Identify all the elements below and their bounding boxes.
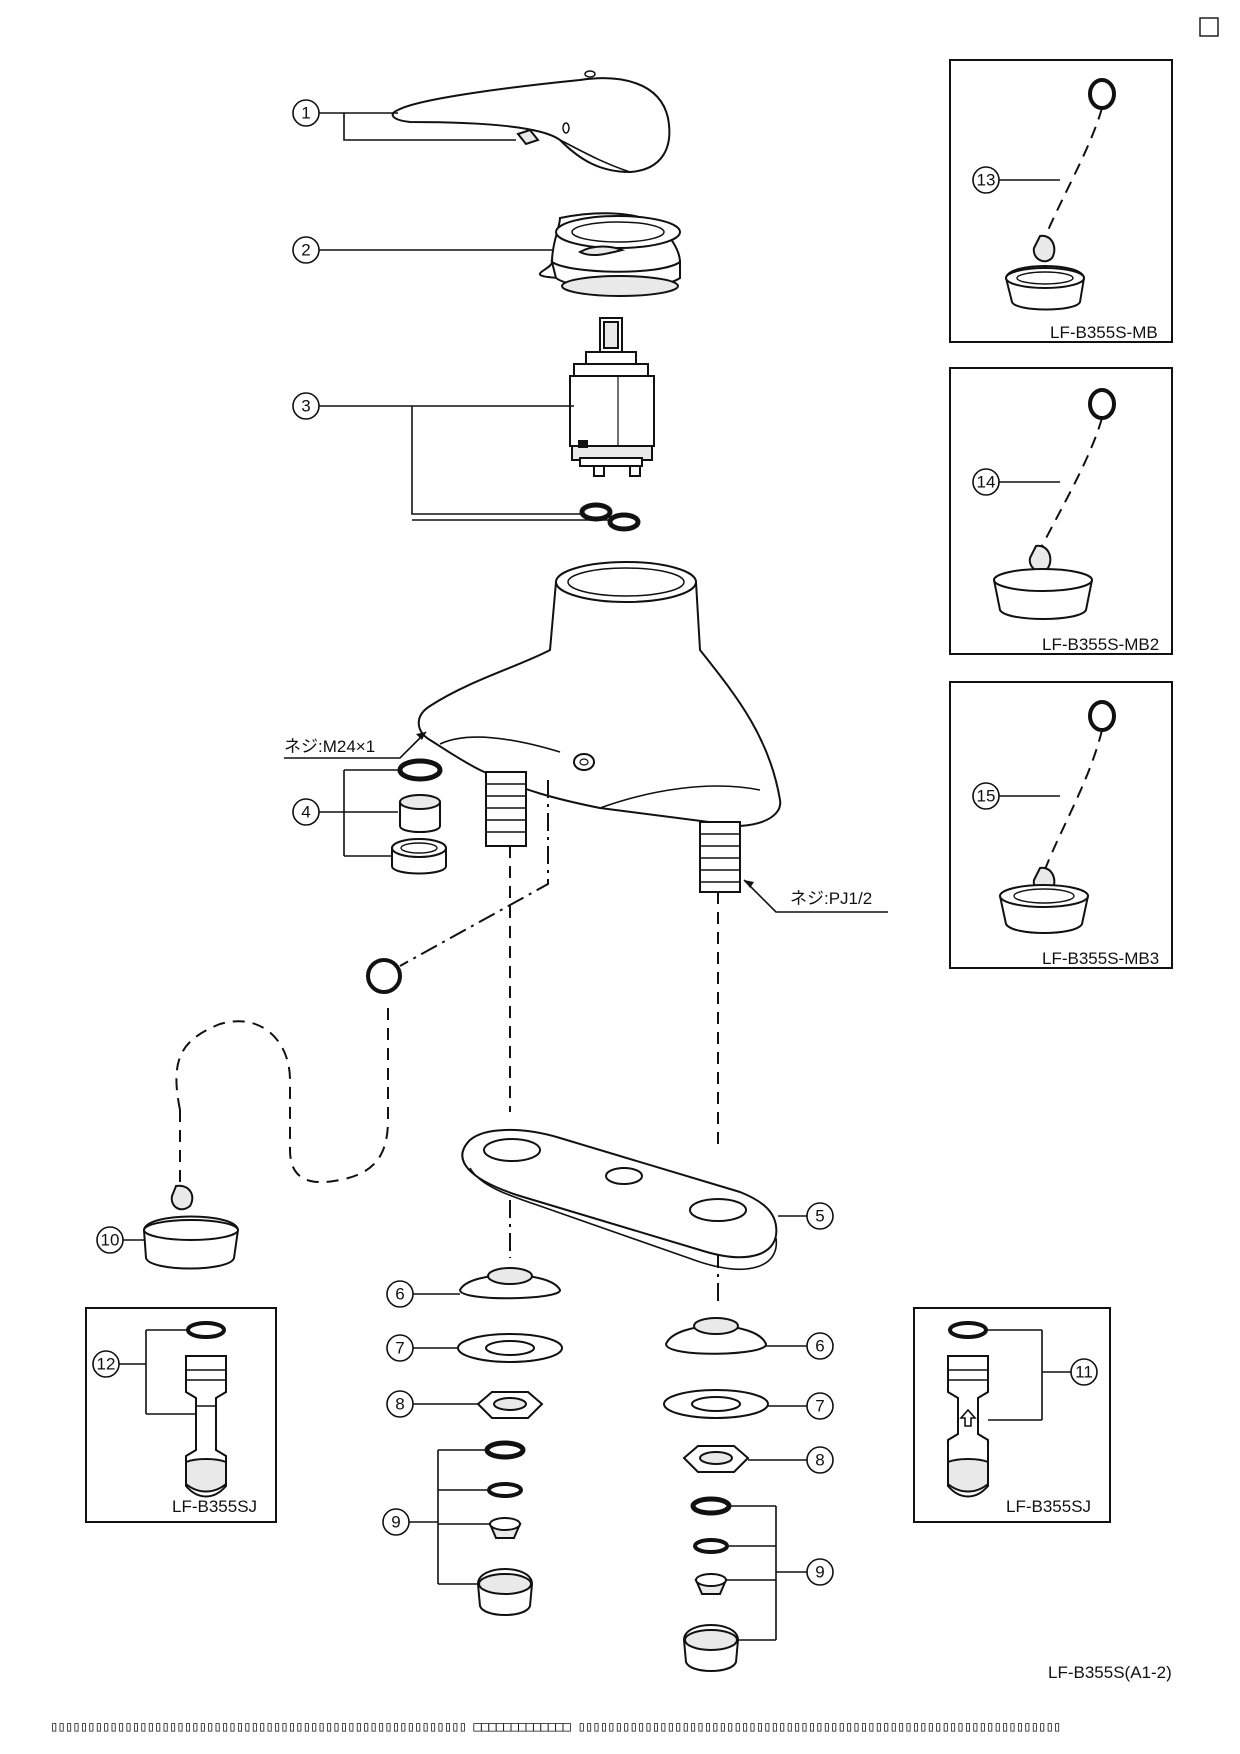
callout-5: 5 bbox=[778, 1202, 834, 1230]
option-box-sj-right: LF-B355SJ bbox=[913, 1307, 1111, 1523]
svg-text:6: 6 bbox=[815, 1337, 824, 1356]
svg-text:9: 9 bbox=[815, 1563, 824, 1582]
flange-left bbox=[458, 1267, 562, 1300]
svg-text:9: 9 bbox=[391, 1513, 400, 1532]
fitting-set-right bbox=[682, 1496, 740, 1672]
svg-text:12: 12 bbox=[97, 1355, 116, 1374]
cartridge bbox=[569, 317, 655, 477]
callout-4: 4 bbox=[292, 769, 398, 857]
option-box-mb-label: LF-B355S-MB bbox=[1050, 323, 1158, 342]
callout-2-number: 2 bbox=[301, 241, 310, 260]
svg-text:7: 7 bbox=[395, 1339, 404, 1358]
washer-left bbox=[457, 1333, 563, 1363]
svg-text:13: 13 bbox=[977, 171, 996, 190]
shank-left bbox=[485, 771, 527, 847]
callout-1: 1 bbox=[292, 99, 516, 141]
model-code: LF-B355S(A1-2) bbox=[1048, 1663, 1172, 1682]
stopper-chain bbox=[142, 958, 402, 1270]
locknut-right bbox=[682, 1445, 750, 1473]
callout-9a: 9 bbox=[382, 1449, 490, 1585]
aerator-set bbox=[391, 758, 447, 875]
thread-label-spout: ネジ:M24×1 bbox=[284, 731, 427, 759]
svg-text:6: 6 bbox=[395, 1285, 404, 1304]
callout-5-number: 5 bbox=[815, 1207, 824, 1226]
callout-11: 11 bbox=[986, 1329, 1098, 1421]
callout-12: 12 bbox=[92, 1329, 196, 1415]
callout-6b: 6 bbox=[766, 1332, 834, 1360]
locknut-left bbox=[476, 1391, 544, 1419]
orings-cartridge bbox=[579, 502, 641, 532]
callout-8a: 8 bbox=[386, 1390, 478, 1418]
callout-15: 15 bbox=[972, 782, 1060, 810]
svg-text:14: 14 bbox=[977, 473, 996, 492]
callout-10: 10 bbox=[96, 1226, 144, 1254]
svg-text:8: 8 bbox=[815, 1451, 824, 1470]
option-box-mb3-label: LF-B355S-MB3 bbox=[1042, 949, 1159, 968]
option-box-mb2: LF-B355S-MB2 bbox=[949, 367, 1173, 655]
thread-spout-text: ネジ:M24×1 bbox=[284, 737, 375, 756]
washer-right bbox=[663, 1389, 769, 1419]
callout-8b: 8 bbox=[748, 1446, 834, 1474]
faucet-body bbox=[417, 561, 782, 828]
thread-shank-text: ネジ:PJ1/2 bbox=[790, 889, 872, 908]
option-box-sj-left: LF-B355SJ bbox=[85, 1307, 277, 1523]
callout-2: 2 bbox=[292, 236, 552, 264]
option-box-sj-left-label: LF-B355SJ bbox=[172, 1497, 257, 1516]
callout-3-number: 3 bbox=[301, 397, 310, 416]
callout-9b: 9 bbox=[726, 1505, 834, 1641]
option-box-mb2-label: LF-B355S-MB2 bbox=[1042, 635, 1159, 654]
thread-label-shank: ネジ:PJ1/2 bbox=[743, 879, 888, 913]
callout-10-number: 10 bbox=[101, 1231, 120, 1250]
callout-3: 3 bbox=[292, 392, 610, 521]
option-box-sj-right-label: LF-B355SJ bbox=[1006, 1497, 1091, 1516]
callout-1-number: 1 bbox=[301, 104, 310, 123]
fitting-set-left bbox=[476, 1440, 534, 1616]
callout-7a: 7 bbox=[386, 1334, 458, 1362]
base-plate bbox=[461, 1129, 778, 1270]
shank-right bbox=[699, 821, 741, 893]
callout-4-number: 4 bbox=[301, 803, 310, 822]
footer-code-strip: ▯▯▯▯▯▯▯▯▯▯▯▯▯▯▯▯▯▯▯▯▯▯▯▯▯▯▯▯▯▯▯▯▯▯▯▯▯▯▯▯… bbox=[50, 1719, 1061, 1735]
corner-checkbox bbox=[1199, 17, 1219, 37]
lever-handle bbox=[391, 70, 671, 174]
option-box-mb: LF-B355S-MB bbox=[949, 59, 1173, 343]
svg-text:15: 15 bbox=[977, 787, 996, 806]
svg-text:7: 7 bbox=[815, 1397, 824, 1416]
callout-14: 14 bbox=[972, 468, 1060, 496]
callout-6a: 6 bbox=[386, 1280, 460, 1308]
flange-right bbox=[664, 1317, 768, 1355]
option-box-mb3: LF-B355S-MB3 bbox=[949, 681, 1173, 969]
callout-13: 13 bbox=[972, 166, 1060, 194]
cap-cover bbox=[539, 212, 682, 297]
callout-7b: 7 bbox=[768, 1392, 834, 1420]
centerlines bbox=[399, 780, 719, 1306]
svg-text:8: 8 bbox=[395, 1395, 404, 1414]
svg-text:11: 11 bbox=[1075, 1363, 1093, 1382]
